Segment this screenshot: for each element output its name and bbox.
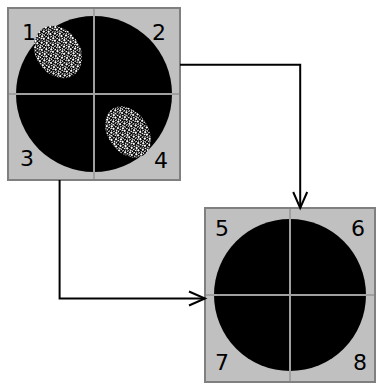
connector-line — [180, 65, 300, 208]
callout-number: 1 — [22, 22, 36, 44]
quadrant-box: 5 6 7 8 — [205, 208, 375, 382]
quadrant-box: 1 2 3 4 — [8, 8, 180, 180]
speckle-patch — [96, 98, 161, 167]
connector-line — [60, 180, 205, 298]
callout-number: 2 — [152, 22, 166, 44]
box-ground — [8, 8, 180, 180]
callout-number: 7 — [215, 352, 229, 374]
callout-number: 4 — [154, 150, 168, 172]
arrowhead — [189, 291, 205, 305]
flow-arrow — [180, 65, 307, 208]
callout-number: 5 — [215, 218, 229, 240]
callout-number: 6 — [351, 218, 365, 240]
box-ground — [205, 208, 375, 382]
arrowhead — [293, 192, 307, 208]
divider — [9, 93, 179, 95]
callout-number: 3 — [20, 148, 34, 170]
callout-number: 8 — [353, 352, 367, 374]
flow-arrow — [60, 180, 205, 305]
divider — [206, 294, 374, 296]
